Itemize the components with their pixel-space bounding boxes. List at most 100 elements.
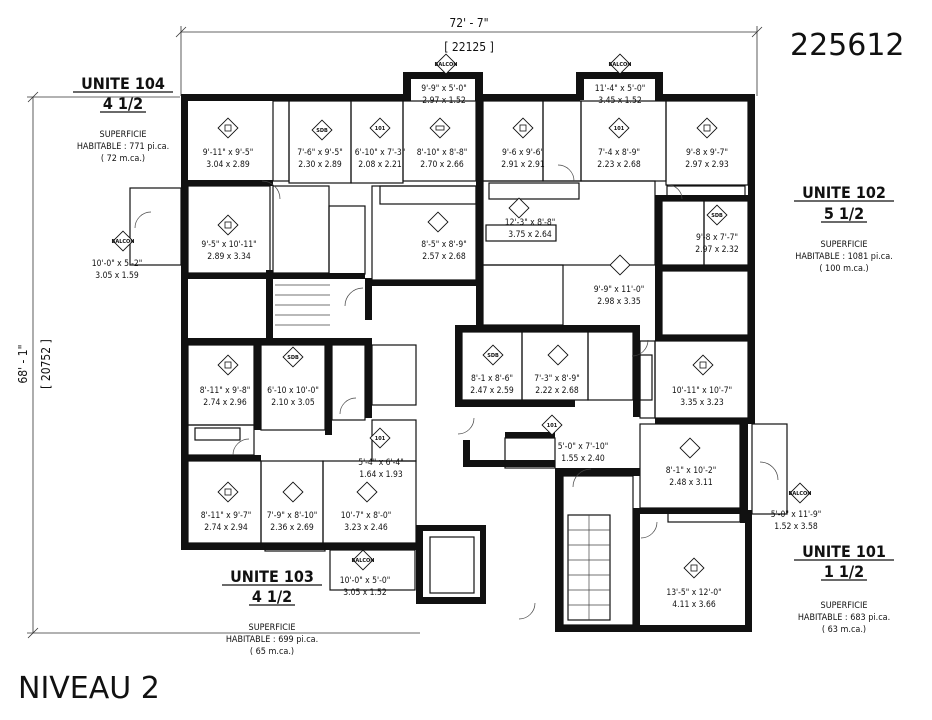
room-label: 3.05 x 1.59: [95, 271, 139, 281]
unit-area: HABITABLE : 771 pi.ca.: [77, 142, 169, 152]
doors: [134, 164, 779, 620]
svg-text:101: 101: [614, 126, 625, 132]
room-label: 9'-5" x 10'-11": [201, 240, 256, 250]
balcon-tag: BALCON: [435, 62, 458, 68]
unit-102-label: UNITE 102 5 1/2 SUPERFICIE HABITABLE : 1…: [794, 183, 894, 274]
top-dimension: 72' - 7" [ 22125 ]: [175, 16, 763, 96]
unit-rooms: 5 1/2: [824, 204, 864, 223]
unit-area: HABITABLE : 699 pi.ca.: [226, 635, 318, 645]
svg-text:SDB: SDB: [287, 355, 299, 361]
unit-103-label: UNITE 103 4 1/2 SUPERFICIE HABITABLE : 6…: [222, 567, 322, 657]
room-label: 3.75 x 2.64: [508, 230, 552, 240]
unit-area-label: SUPERFICIE: [249, 623, 296, 633]
room-label: 7'-3" x 8'-9": [534, 374, 580, 384]
unit-title: UNITE 101: [802, 542, 886, 561]
unit-rooms: 1 1/2: [824, 562, 864, 581]
svg-text:SDB: SDB: [711, 213, 723, 219]
unit-area-label: SUPERFICIE: [821, 240, 868, 250]
room-label: 9'-8 x 7'-7": [696, 233, 738, 243]
room-label: 10'-11" x 10'-7": [672, 386, 732, 396]
room-label: 2.97 x 1.52: [422, 96, 466, 106]
unit-area-label: SUPERFICIE: [100, 130, 147, 140]
svg-text:BALCON: BALCON: [609, 62, 632, 68]
room-label: 2.10 x 3.05: [271, 398, 315, 408]
room-label: 8'-10" x 8'-8": [417, 148, 467, 158]
sdb-tag: SDB: [316, 128, 328, 134]
room-label: 5'-4" x 6'-4": [358, 458, 404, 468]
room-label: 2.74 x 2.94: [204, 523, 248, 533]
room-label: 2.47 x 2.59: [470, 386, 514, 396]
room-label: 2.74 x 2.96: [203, 398, 247, 408]
unit-rooms: 4 1/2: [252, 587, 292, 606]
sheet-code: 225612: [790, 28, 905, 63]
room-label: 5'-0" x 7'-10": [558, 442, 608, 452]
partitions: [187, 100, 749, 626]
room-label: 7'-4 x 8'-9": [598, 148, 640, 158]
room-label: 9'-8 x 9'-7": [686, 148, 728, 158]
balconies: [129, 187, 788, 591]
room-label: 8'-1" x 10'-2": [666, 466, 716, 476]
svg-text:BALCON: BALCON: [352, 558, 375, 564]
room-label: 12'-3" x 8'-8": [505, 218, 555, 228]
room-label: 2.91 x 2.91: [501, 160, 545, 170]
room-label: 3.45 x 1.52: [598, 96, 642, 106]
unit-area-metric: ( 65 m.ca.): [250, 647, 294, 657]
room-label: 7'-9" x 8'-10": [267, 511, 317, 521]
room-label: 8'-11" x 9'-7": [201, 511, 251, 521]
svg-text:101: 101: [375, 126, 386, 132]
svg-text:BALCON: BALCON: [789, 491, 812, 497]
room-label: 10'-0" x 5'-2": [92, 259, 142, 269]
svg-text:SDB: SDB: [487, 353, 499, 359]
room-label: 10'-7" x 8'-0": [341, 511, 391, 521]
room-label: 4.11 x 3.66: [672, 600, 716, 610]
depth-imperial: 68' - 1": [16, 344, 30, 383]
room-labels: 9'-11" x 9'-5" 3.04 x 2.89 7'-6" x 9'-5"…: [92, 84, 821, 610]
room-label: 2.08 x 2.21: [358, 160, 402, 170]
room-label: 6'-10 x 10'-0": [267, 386, 319, 396]
depth-metric: [ 20752 ]: [39, 339, 53, 389]
counters: [194, 182, 746, 552]
room-label: 2.70 x 2.66: [420, 160, 464, 170]
stairs: [275, 284, 610, 620]
walls: [181, 72, 755, 632]
unit-area-metric: ( 72 m.ca.): [101, 154, 145, 164]
width-metric: [ 22125 ]: [444, 40, 494, 54]
room-label: 2.97 x 2.32: [695, 245, 739, 255]
room-label: 9'-11" x 9'-5": [203, 148, 253, 158]
unit-104-label: UNITE 104 4 1/2 SUPERFICIE HABITABLE : 7…: [73, 74, 173, 164]
unit-rooms: 4 1/2: [103, 94, 143, 113]
room-label: 11'-4" x 5'-0": [595, 84, 645, 94]
room-label: 1.52 x 3.58: [774, 522, 818, 532]
room-label: 6'-10" x 7'-3": [355, 148, 405, 158]
room-label: 8'-1 x 8'-6": [471, 374, 513, 384]
room-label: 3.04 x 2.89: [206, 160, 250, 170]
room-label: 8'-5" x 8'-9": [421, 240, 467, 250]
room-label: 2.97 x 2.93: [685, 160, 729, 170]
room-label: 8'-11" x 9'-8": [200, 386, 250, 396]
room-label: 2.36 x 2.69: [270, 523, 314, 533]
unit-area: HABITABLE : 683 pi.ca.: [798, 613, 890, 623]
room-symbols: SDB 101 101 SDB SDB SDB 101 101 BALCON B…: [112, 53, 812, 579]
svg-text:101: 101: [375, 436, 386, 442]
unit-title: UNITE 102: [802, 183, 886, 202]
room-label: 9'-9" x 5'-0": [421, 84, 467, 94]
room-label: 2.98 x 3.35: [597, 297, 641, 307]
unit-area-label: SUPERFICIE: [821, 601, 868, 611]
unit-area-metric: ( 100 m.ca.): [819, 264, 868, 274]
room-label: 10'-0" x 5'-0": [340, 576, 390, 586]
room-label: 1.55 x 2.40: [561, 454, 605, 464]
unit-title: UNITE 103: [230, 567, 314, 586]
room-label: 13'-5" x 12'-0": [666, 588, 721, 598]
room-label: 3.23 x 2.46: [344, 523, 388, 533]
room-label: 2.89 x 3.34: [207, 252, 251, 262]
level-title: NIVEAU 2: [18, 671, 160, 706]
room-label: 1.64 x 1.93: [359, 470, 403, 480]
room-label: 3.35 x 3.23: [680, 398, 724, 408]
svg-text:BALCON: BALCON: [112, 239, 135, 245]
svg-text:101: 101: [547, 423, 558, 429]
room-label: 5'-0" x 11'-9": [771, 510, 821, 520]
room-label: 9'-6 x 9'-6": [502, 148, 544, 158]
room-label: 2.57 x 2.68: [422, 252, 466, 262]
room-label: 3.05 x 1.52: [343, 588, 387, 598]
